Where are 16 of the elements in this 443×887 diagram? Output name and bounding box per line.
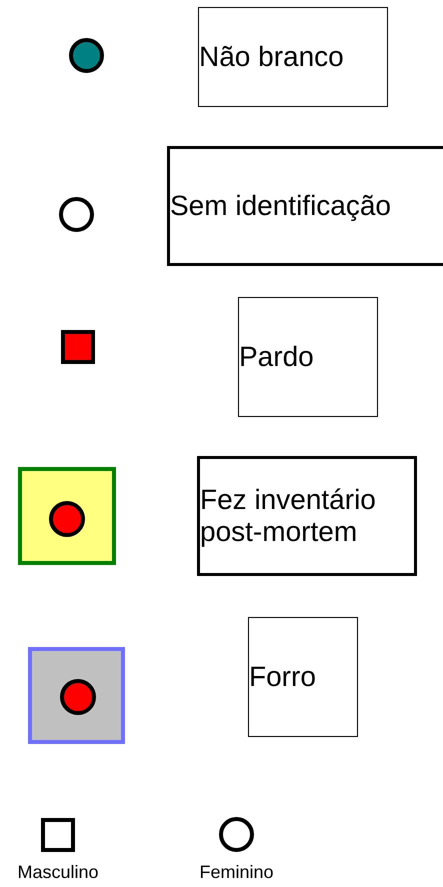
circle-symbol bbox=[69, 38, 104, 73]
square-symbol bbox=[41, 818, 75, 852]
label-box: Sem identificação bbox=[167, 146, 443, 266]
circle-symbol bbox=[49, 501, 85, 537]
circle-symbol bbox=[59, 197, 94, 232]
square-symbol bbox=[18, 467, 116, 565]
symbol-caption: Feminino bbox=[200, 862, 274, 883]
label-box: Fez inventário post-mortem bbox=[197, 456, 417, 576]
symbol-caption: Masculino bbox=[18, 862, 99, 883]
circle-symbol bbox=[60, 679, 96, 715]
square-symbol bbox=[61, 330, 95, 364]
label-box: Forro bbox=[248, 617, 358, 737]
square-symbol bbox=[28, 647, 125, 744]
label-box: Pardo bbox=[238, 297, 378, 417]
label-box: Não branco bbox=[198, 7, 388, 107]
circle-symbol bbox=[219, 817, 254, 852]
